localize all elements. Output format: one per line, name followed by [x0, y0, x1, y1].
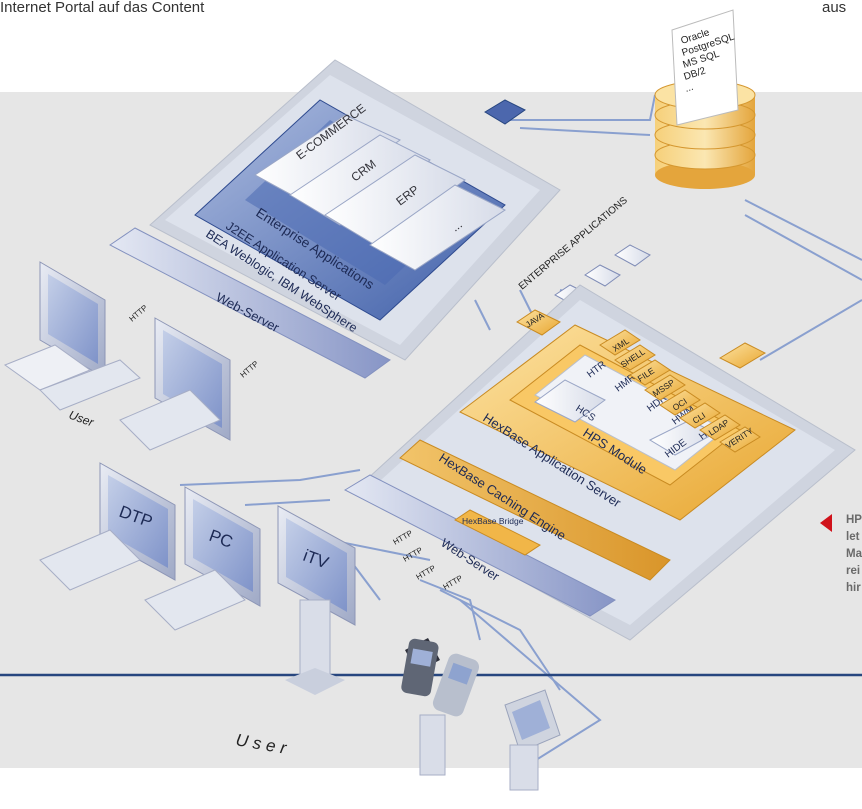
- enterprise-connector-cube: [484, 99, 526, 125]
- connector-tabs: [599, 329, 761, 453]
- hexbase-bridge-label: HexBase Bridge: [462, 516, 524, 526]
- web-server-bottom-bar: [343, 474, 617, 617]
- dtp-monitor: [39, 462, 176, 591]
- web-server-top-bar: [109, 227, 391, 379]
- right-orange-connector: [718, 342, 767, 369]
- side-note-line: HP: [846, 514, 862, 526]
- top-monitor-1: [3, 261, 141, 411]
- connection-lines: [179, 94, 862, 771]
- header-right-text: aus: [822, 0, 847, 16]
- red-marker-icon: [820, 514, 832, 532]
- mobile-phone-1: [401, 638, 440, 697]
- database-label-sheet: [671, 9, 739, 126]
- db-more-label: ...: [684, 82, 695, 95]
- mobile-phone-2: [419, 653, 480, 776]
- header-left-text: Internet Portal auf das Content: [0, 0, 205, 16]
- side-note-line: hir: [846, 582, 861, 594]
- enterprise-app-bars: [254, 114, 506, 271]
- pda-device: [504, 689, 561, 791]
- hps-module-boxes: [534, 379, 717, 456]
- top-monitor-2: [119, 317, 231, 451]
- caching-engine-bar: [399, 439, 671, 581]
- database-cylinder: [654, 9, 756, 189]
- itv-monitor: [277, 505, 356, 695]
- side-note-line: let: [846, 531, 860, 543]
- side-note-line: rei: [846, 565, 861, 577]
- hexbase-bridge-box: [454, 509, 541, 556]
- side-note: HP let Ma rei hir: [846, 512, 862, 597]
- side-note-line: Ma: [846, 548, 862, 560]
- pc-monitor: [144, 486, 261, 631]
- java-box: [516, 309, 561, 336]
